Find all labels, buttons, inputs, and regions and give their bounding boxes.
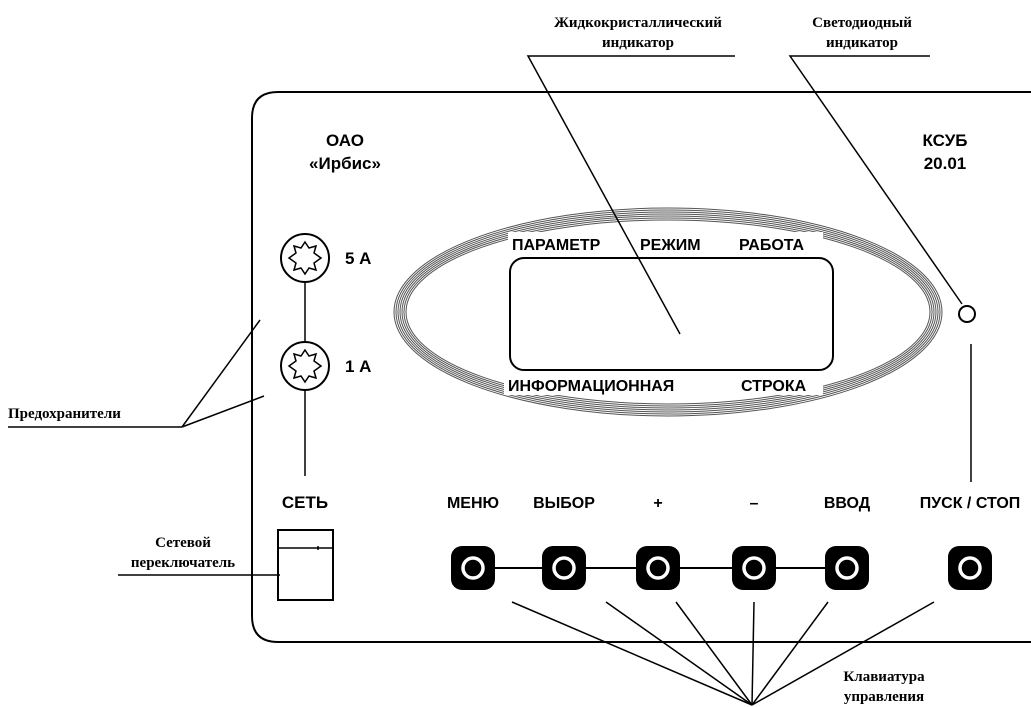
key-label-plus: + [653, 495, 662, 512]
lcd-label-info: ИНФОРМАЦИОННАЯ [508, 378, 674, 395]
callout-keyboard-leaders [511, 601, 935, 706]
plus-button[interactable] [636, 546, 680, 590]
lcd-label-operation: РАБОТА [739, 237, 805, 254]
lcd-label-parameter: ПАРАМЕТР [512, 237, 601, 254]
menu-button[interactable] [451, 546, 495, 590]
maker-name-line2: «Ирбис» [309, 154, 381, 173]
callout-fuses-leader-top [181, 319, 261, 428]
lcd-surround-rings [393, 207, 943, 417]
fuse-bottom[interactable] [280, 341, 330, 391]
callout-switch-line2: переключатель [131, 555, 235, 571]
callout-keyboard-line1: Клавиатура [843, 669, 925, 685]
callout-lcd-line2: индикатор [602, 35, 674, 51]
callout-led-leader [788, 55, 963, 305]
key-label-select: ВЫБОР [533, 495, 595, 512]
fuse-bottom-label: 1 А [345, 357, 371, 376]
key-label-minus: – [750, 495, 759, 512]
lcd-label-mode: РЕЖИМ [640, 237, 701, 254]
model-name-line1: КСУБ [923, 131, 968, 150]
led-indicator [958, 305, 976, 323]
callout-fuses: Предохранители [8, 406, 121, 422]
device-panel [251, 91, 1031, 643]
lcd-label-line: СТРОКА [741, 378, 807, 395]
callout-fuses-leader-bottom [181, 395, 265, 428]
fuse-top-label: 5 А [345, 249, 371, 268]
start-stop-button[interactable] [948, 546, 992, 590]
callout-led-line2: индикатор [826, 35, 898, 51]
callout-led-line1: Светодиодный [812, 15, 912, 31]
maker-name-line1: ОАО [326, 131, 364, 150]
select-button[interactable] [542, 546, 586, 590]
power-switch[interactable] [277, 529, 334, 601]
model-name-line2: 20.01 [924, 154, 967, 173]
key-label-menu: МЕНЮ [447, 495, 499, 512]
fuse-top[interactable] [280, 233, 330, 283]
lcd-display [509, 257, 834, 371]
minus-button[interactable] [732, 546, 776, 590]
key-label-start-stop: ПУСК / СТОП [920, 495, 1021, 512]
callout-lcd-leader [526, 55, 735, 335]
callout-lcd-line1: Жидкокристаллический [554, 15, 722, 31]
callout-keyboard-line2: управления [844, 689, 924, 705]
key-label-enter: ВВОД [824, 495, 871, 512]
callout-switch-line1: Сетевой [155, 535, 211, 551]
enter-button[interactable] [825, 546, 869, 590]
power-label: СЕТЬ [282, 493, 328, 512]
